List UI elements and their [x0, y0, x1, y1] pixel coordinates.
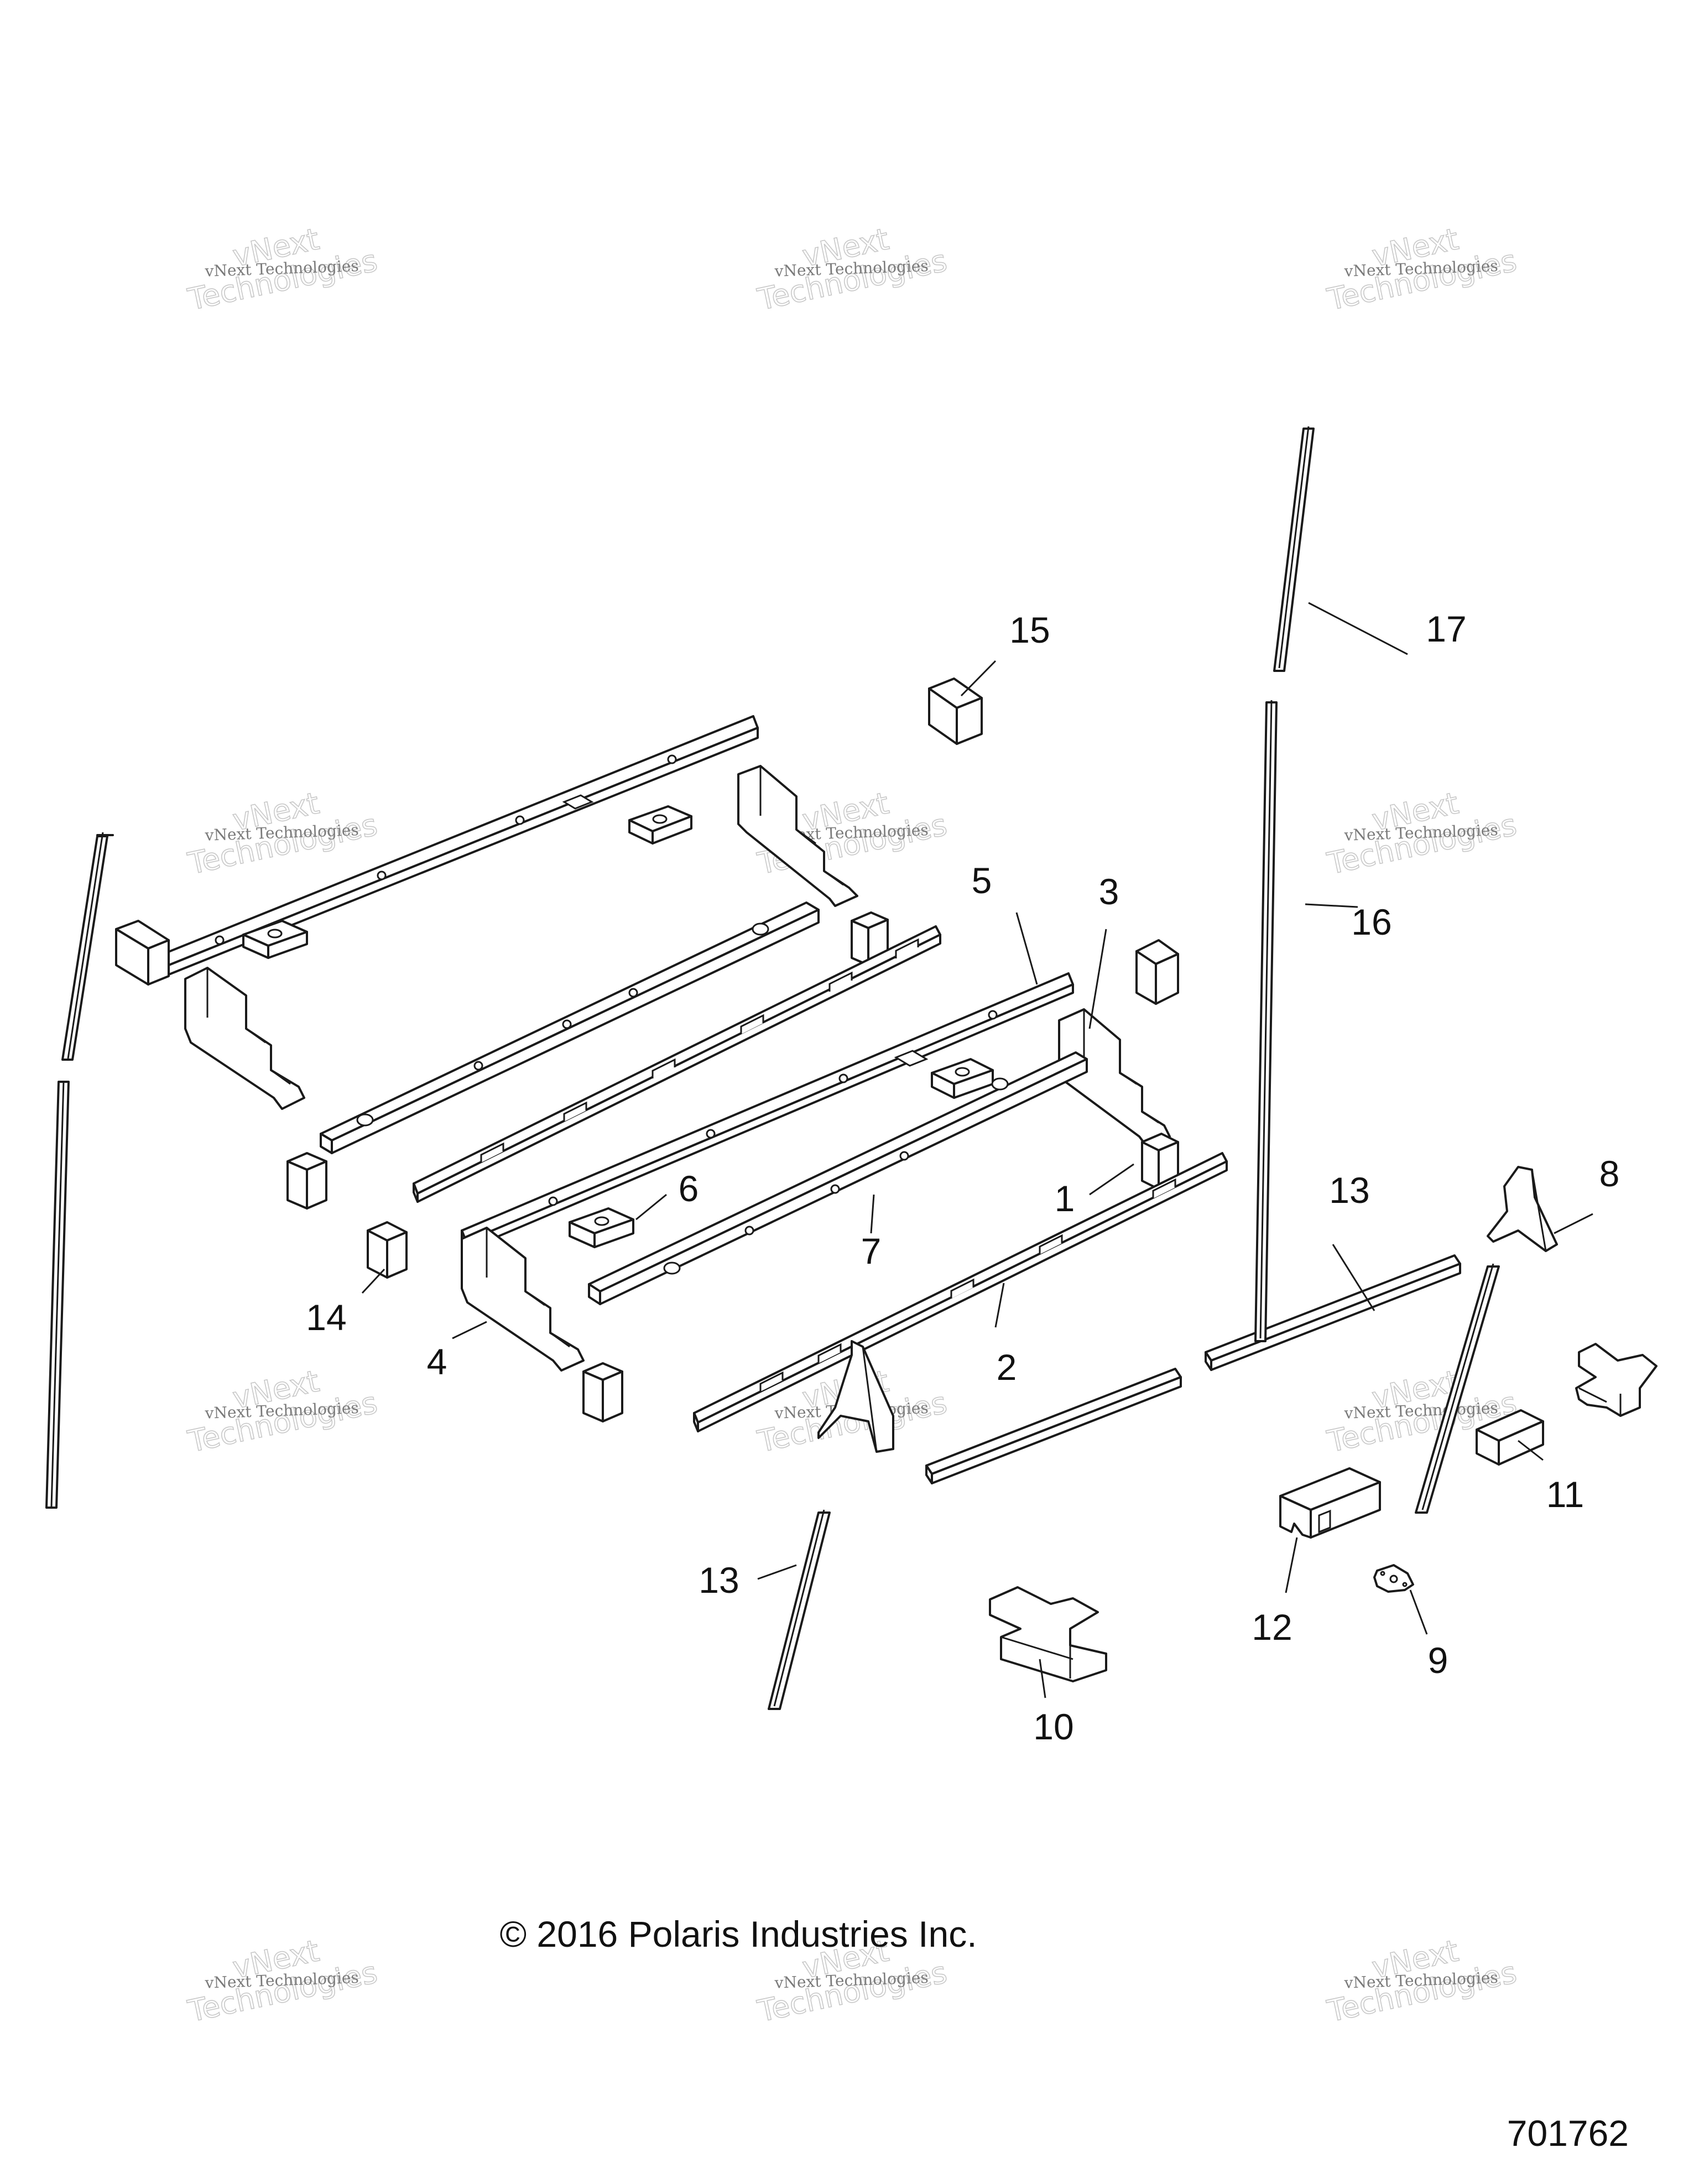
block-right-upper: [1135, 939, 1179, 1005]
callout-13-upper: 13: [1329, 1170, 1369, 1211]
callout-2: 2: [997, 1347, 1017, 1388]
left-vertical-strip-lower: [45, 1080, 70, 1509]
strip-13-right: [1205, 1254, 1461, 1371]
block-12: [1279, 1467, 1381, 1539]
step-bracket-3: [1058, 1008, 1171, 1149]
strip-17: [1273, 426, 1315, 672]
right-bracket: [1575, 1343, 1658, 1417]
callout-1: 1: [1055, 1178, 1075, 1219]
strip-lower-middle: [925, 1368, 1182, 1484]
left-step-bracket: [184, 967, 305, 1110]
pad-with-hole-top: [628, 805, 692, 845]
callout-6: 6: [679, 1168, 699, 1209]
figure-number: 701762: [1507, 2113, 1629, 2154]
callout-16: 16: [1351, 901, 1391, 942]
leader-lines: [361, 602, 1593, 1698]
callout-10: 10: [1033, 1706, 1073, 1747]
top-rail: [145, 715, 759, 983]
callout-7: 7: [861, 1231, 882, 1271]
diagonal-strip-right: [1415, 1263, 1500, 1514]
small-block-left: [115, 920, 170, 986]
plate-upper: [320, 901, 820, 1154]
strip-16: [1254, 700, 1278, 1342]
callout-14: 14: [306, 1297, 346, 1338]
left-vertical-strip-upper: [61, 832, 114, 1061]
small-block-row2: [286, 1152, 327, 1210]
pad-6: [569, 1207, 634, 1248]
top-right-step-bracket: [737, 765, 858, 907]
callout-11: 11: [1546, 1474, 1585, 1515]
small-block-bottom: [582, 1362, 623, 1422]
block-14: [367, 1221, 408, 1279]
gusset-8: [1487, 1166, 1558, 1252]
clip-9: [1373, 1564, 1414, 1593]
triangular-bracket: [817, 1340, 894, 1453]
plate-7: [588, 1051, 1088, 1305]
notched-rail-2: [693, 1152, 1228, 1432]
step-bracket-4: [461, 1227, 585, 1372]
callout-12: 12: [1252, 1607, 1292, 1648]
pad-with-hole-left: [242, 920, 308, 959]
callout-15: 15: [1009, 609, 1050, 650]
callout-8: 8: [1599, 1153, 1620, 1194]
callout-5: 5: [972, 860, 992, 901]
callout-4: 4: [427, 1341, 447, 1382]
callout-9: 9: [1428, 1640, 1448, 1681]
callout-17: 17: [1426, 608, 1466, 649]
copyright-text: © 2016 Polaris Industries Inc.: [499, 1914, 977, 1954]
block-15: [928, 677, 983, 745]
callout-labels: 15 17 16 5 3 6 7 1 8 13 2 4 14 11 12 9 1…: [306, 608, 1619, 1747]
callout-13-lower: 13: [699, 1560, 739, 1601]
bracket-10: [989, 1586, 1107, 1682]
callout-3: 3: [1099, 871, 1119, 912]
pad-with-hole-center: [931, 1058, 994, 1099]
notched-rail-middle: [413, 925, 941, 1203]
strip-13-left: [768, 1509, 831, 1710]
